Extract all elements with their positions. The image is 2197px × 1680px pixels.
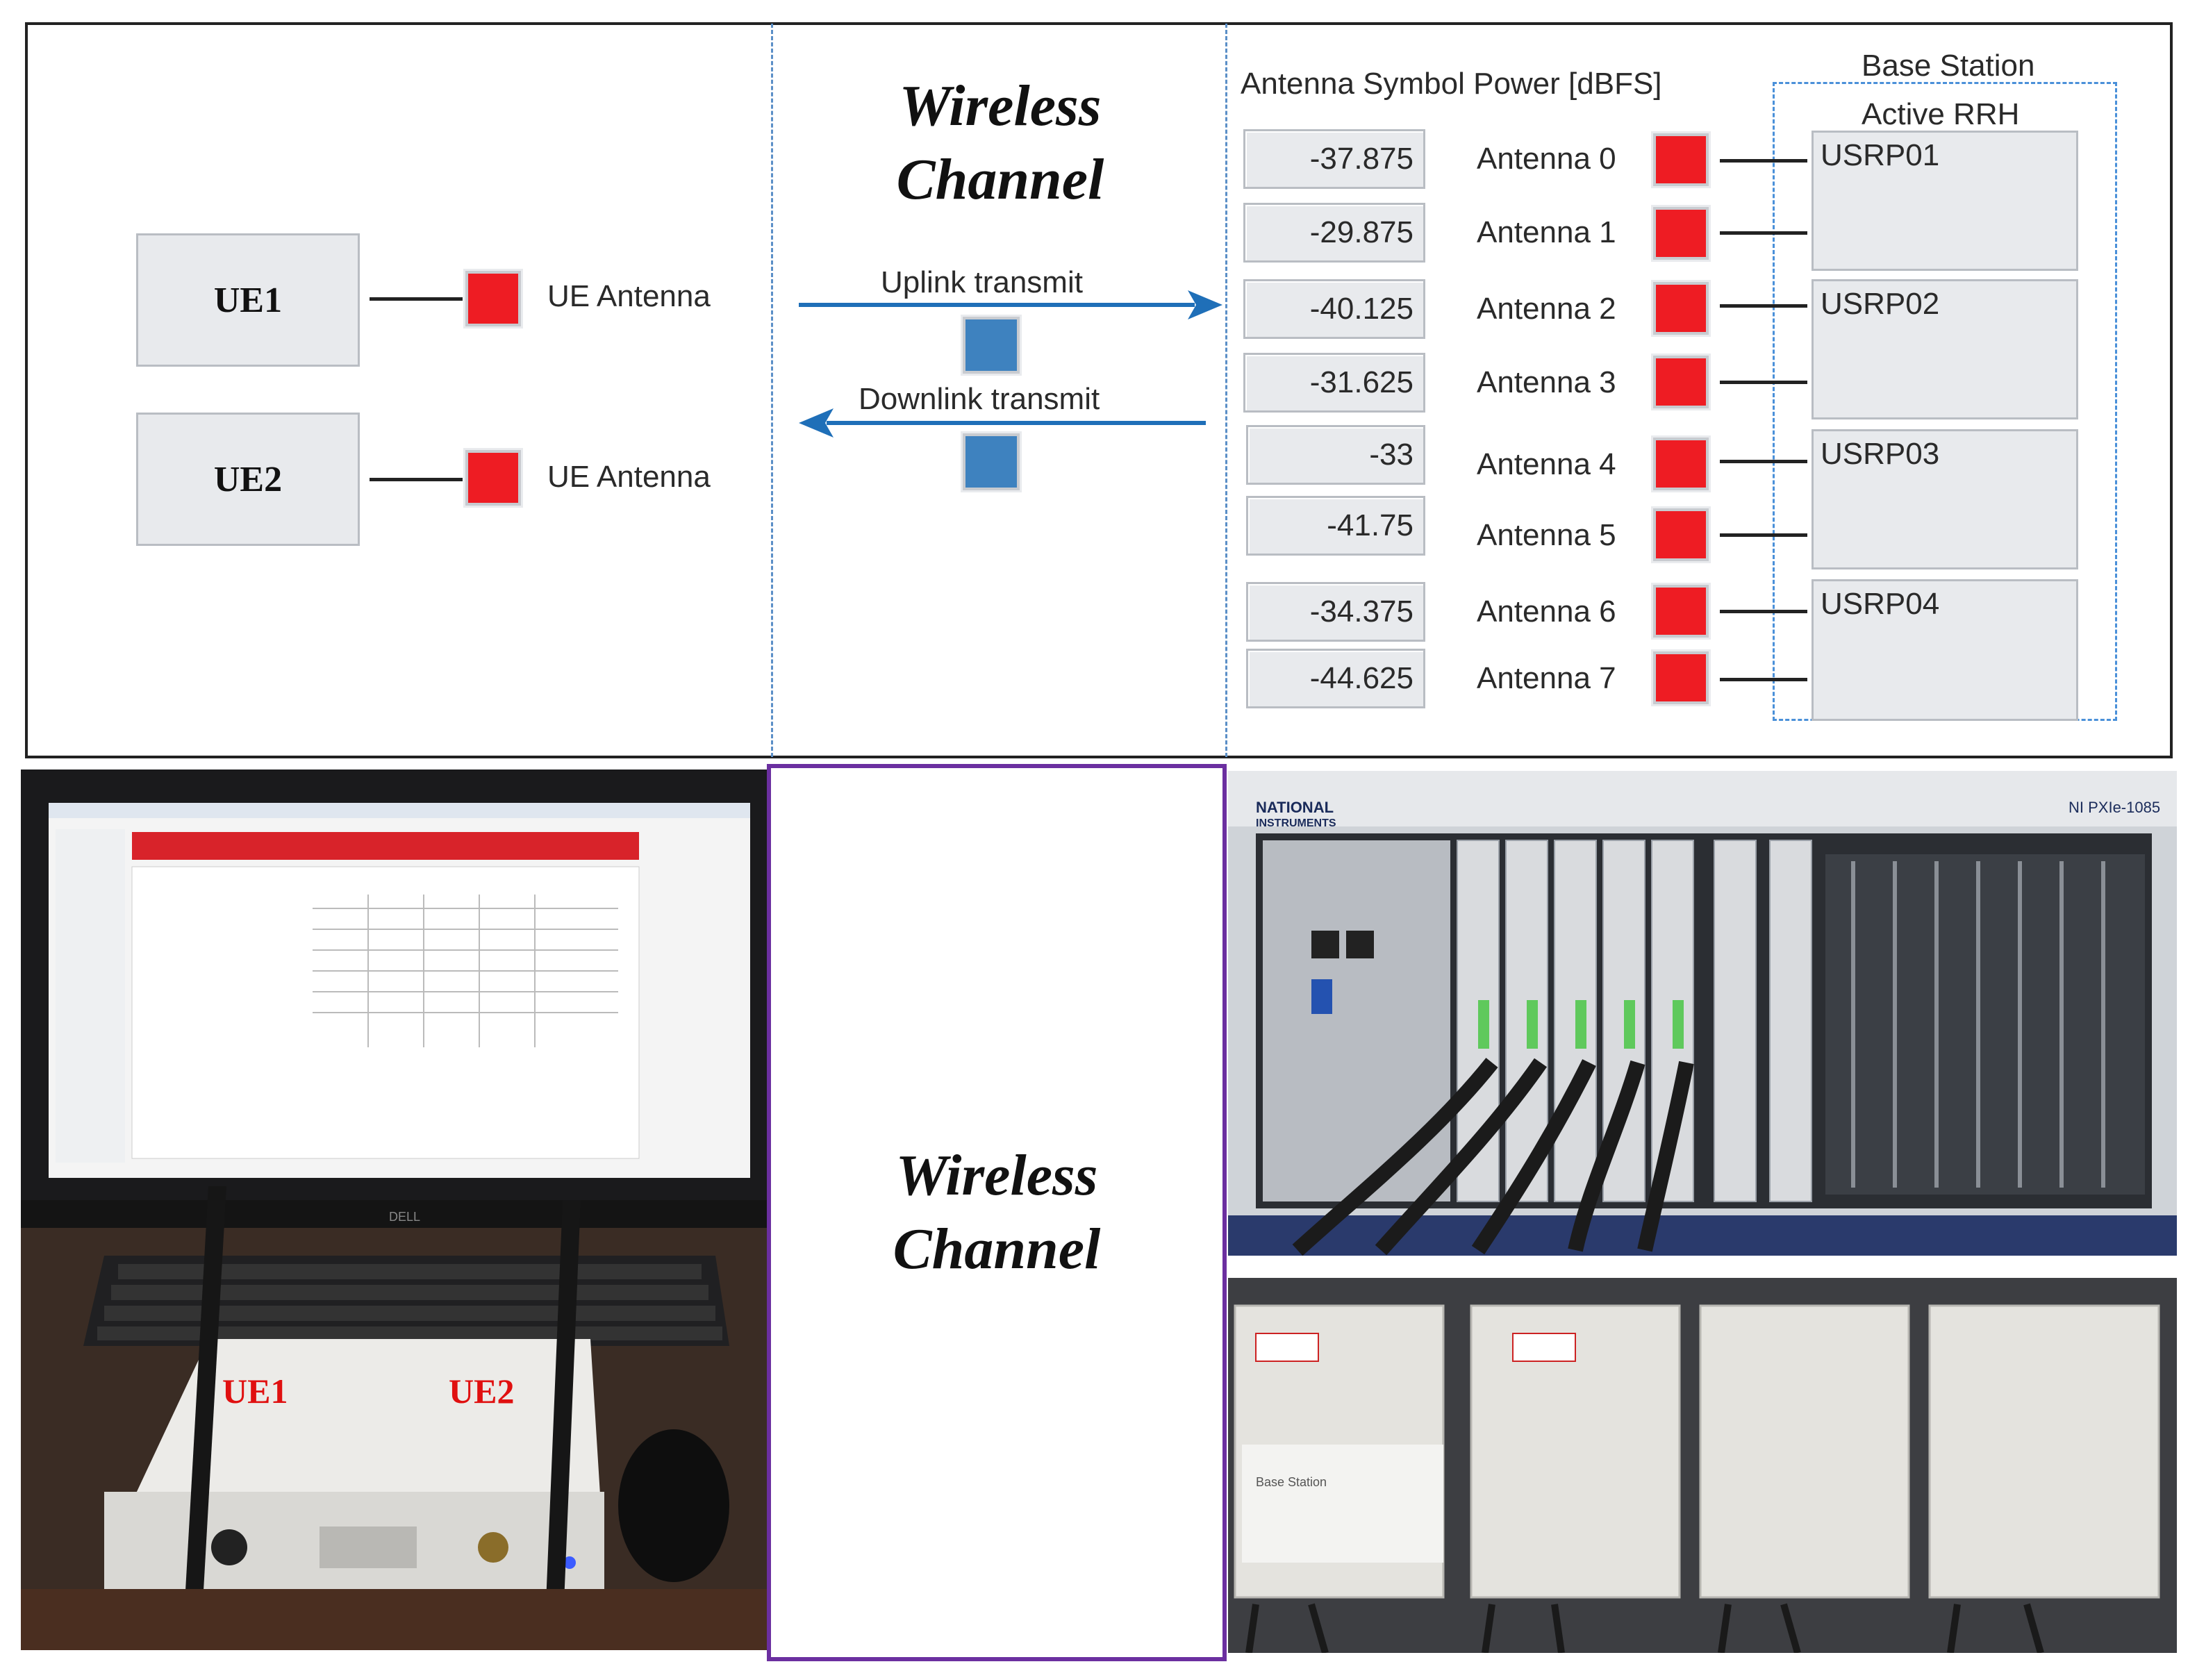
usrp04-box: USRP04 [1812,579,2078,721]
usrp03-box: USRP03 [1812,429,2078,569]
channel-title-line1: Wireless [899,74,1102,138]
antenna-5-power: -41.75 [1246,496,1425,556]
ue1-label: UE1 [213,280,283,320]
antenna-4-connector [1720,460,1807,463]
antenna-0-label: Antenna 0 [1477,142,1616,176]
chassis-illustration: NATIONAL INSTRUMENTS NI PXIe-1085 [1228,771,2177,1256]
antenna-6-power: -34.375 [1246,582,1425,642]
antenna-4-label: Antenna 4 [1477,447,1616,481]
divider-left [771,24,773,757]
antenna-6-label: Antenna 6 [1477,594,1616,629]
antenna-1-indicator [1653,207,1709,260]
usrp01-box: USRP01 [1812,131,2078,271]
antenna-4-power: -33 [1246,425,1425,485]
uplink-arrow [799,290,1222,319]
usrp03-label: USRP03 [1821,437,1940,471]
svg-text:DELL: DELL [389,1210,420,1224]
antenna-0-power: -37.875 [1243,129,1425,189]
ue2-antenna-indicator [465,450,521,506]
channel-photo-title-line1: Wireless [895,1143,1098,1208]
antenna-7-connector [1720,678,1807,681]
antenna-2-power: -40.125 [1243,279,1425,339]
antenna-3-connector [1720,381,1807,384]
power-header: Antenna Symbol Power [dBFS] [1241,67,1662,101]
antenna-5-label: Antenna 5 [1477,518,1616,552]
chassis-photo: NATIONAL INSTRUMENTS NI PXIe-1085 [1228,771,2177,1256]
svg-text:NATIONAL: NATIONAL [1256,799,1334,816]
antenna-1-power: -29.875 [1243,203,1425,263]
usrp04-label: USRP04 [1821,587,1940,621]
svg-text:Base Station: Base Station [1256,1475,1327,1489]
usrp02-label: USRP02 [1821,287,1940,321]
ue1-box: UE1 [136,233,360,367]
active-rrh-label: Active RRH [1862,97,2020,131]
antenna-2-connector [1720,304,1807,308]
uplink-label: Uplink transmit [881,265,1083,299]
ue-setup-illustration: DELL [21,770,767,1650]
antenna-7-label: Antenna 7 [1477,661,1616,695]
svg-text:INSTRUMENTS: INSTRUMENTS [1256,817,1336,829]
channel-title: Wireless Channel [799,69,1202,217]
antenna-5-connector [1720,533,1807,537]
antenna-2-label: Antenna 2 [1477,292,1616,326]
rrh-illustration: Base Station [1228,1278,2177,1653]
rrh-photo: Base Station [1228,1278,2177,1653]
channel-photo-title-line2: Channel [893,1217,1101,1281]
antenna-7-power: -44.625 [1246,649,1425,708]
antenna-6-indicator [1653,585,1709,638]
downlink-arrow [799,408,1206,438]
ue1-antenna-label: UE Antenna [547,279,711,313]
antenna-3-power: -31.625 [1243,353,1425,413]
ue2-label: UE2 [213,459,283,499]
diagram-frame [25,22,2173,758]
ue-setup-photo: DELL UE1 UE2 [21,770,767,1650]
ue1-photo-label: UE1 [222,1372,288,1411]
downlink-indicator [963,433,1020,490]
base-station-label: Base Station [1862,49,2035,83]
usrp02-box: USRP02 [1812,279,2078,419]
antenna-3-label: Antenna 3 [1477,365,1616,399]
ue2-connector [370,478,463,481]
ue2-photo-label: UE2 [449,1372,515,1411]
channel-title-line2: Channel [896,147,1104,212]
usrp01-label: USRP01 [1821,138,1940,172]
downlink-label: Downlink transmit [859,382,1100,416]
channel-photo-frame [767,764,1227,1661]
ue2-box: UE2 [136,413,360,546]
ue1-connector [370,297,463,301]
antenna-6-connector [1720,610,1807,613]
antenna-7-indicator [1653,651,1709,704]
svg-text:NI PXIe-1085: NI PXIe-1085 [2069,799,2160,816]
uplink-indicator [963,317,1020,374]
antenna-0-indicator [1653,133,1709,186]
antenna-2-indicator [1653,282,1709,335]
channel-photo-title: Wireless Channel [771,1139,1222,1286]
divider-right [1225,24,1227,757]
antenna-5-indicator [1653,508,1709,561]
antenna-0-connector [1720,159,1807,163]
ue1-antenna-indicator [465,271,521,326]
antenna-1-connector [1720,231,1807,235]
ue2-antenna-label: UE Antenna [547,460,711,494]
antenna-3-indicator [1653,356,1709,408]
antenna-1-label: Antenna 1 [1477,215,1616,249]
antenna-4-indicator [1653,438,1709,490]
